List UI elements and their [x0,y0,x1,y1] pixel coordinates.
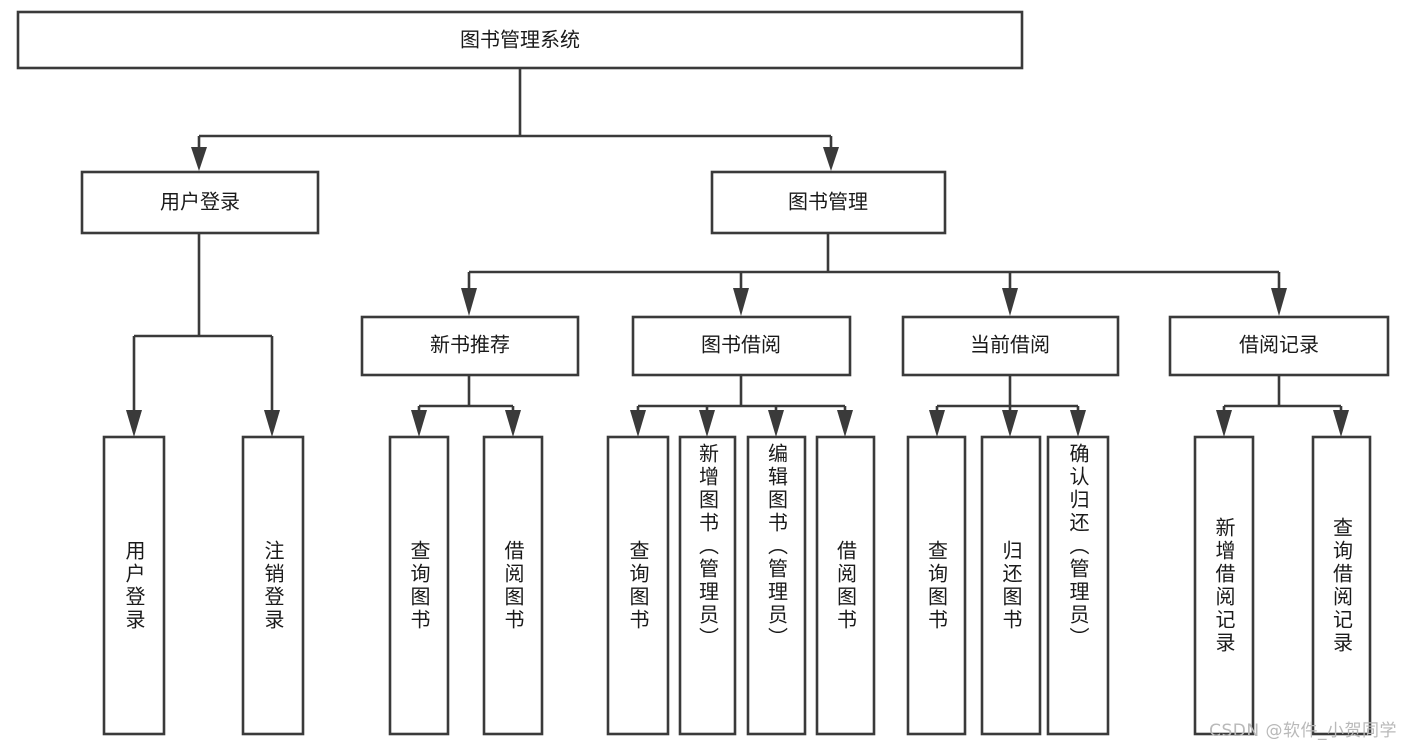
node-root-system-box[interactable] [16,10,1024,70]
connector-new-book-recommend-to-leaves [411,375,521,437]
node-borrow-record[interactable]: 借阅记录 [1168,315,1390,377]
connector-user-login-to-leaves [126,233,280,437]
connector-current-borrow-to-leaves [929,375,1086,437]
node-current-borrow-label: 当前借阅 [970,333,1050,357]
node-new-book-recommend[interactable]: 新书推荐 [360,315,580,377]
arrow-head [1271,288,1287,316]
arrow-head [699,410,715,437]
connector-book-borrow-to-leaves [630,375,853,437]
node-book-borrow[interactable]: 图书借阅 [631,315,852,377]
arrow-head [126,410,142,437]
node-user-login[interactable]: 用户登录 [80,170,320,235]
node-borrow-record-label: 借阅记录 [1239,333,1319,357]
arrow-head [929,410,945,437]
arrow-head [1070,410,1086,437]
node-book-manage-box[interactable] [710,170,947,235]
node-new-book-recommend-label: 新书推荐 [430,333,510,357]
node-leaf-query-record-box[interactable] [1311,435,1372,736]
node-current-borrow[interactable]: 当前借阅 [901,315,1120,377]
node-book-manage-label: 图书管理 [788,190,868,214]
arrow-head [411,410,427,437]
node-leaf-borrow-book-2-box[interactable] [815,435,876,736]
arrow-head [1216,410,1232,437]
node-book-manage[interactable]: 图书管理 [710,170,947,235]
connector-root-to-level2 [191,68,839,171]
node-book-borrow-box[interactable] [631,315,852,377]
arrow-head [733,288,749,316]
node-leaf-query-book-3-box[interactable] [906,435,967,736]
node-leaf-query-book-2-box[interactable] [606,435,670,736]
node-new-book-recommend-box[interactable] [360,315,580,377]
arrow-head [837,410,853,437]
arrow-head [191,147,207,171]
arrow-head [1002,410,1018,437]
node-leaf-query-book-1-box[interactable] [388,435,450,736]
csdn-watermark: CSDN @软件_小贺同学 [1209,721,1397,741]
node-leaf-edit-book-box[interactable] [746,435,807,736]
node-borrow-record-box[interactable] [1168,315,1390,377]
node-leaf-return-book-box[interactable] [980,435,1042,736]
node-leaf-add-book-box[interactable] [678,435,737,736]
node-leaf-confirm-return-box[interactable] [1046,435,1110,736]
node-user-login-box[interactable] [80,170,320,235]
arrow-head [768,410,784,437]
leaf-boxes [102,435,1372,736]
connector-book-manage-to-level3 [461,233,1287,316]
node-user-login-label: 用户登录 [160,190,240,214]
arrow-head [823,147,839,171]
connector-borrow-record-to-leaves [1216,375,1349,437]
node-leaf-user-login-box[interactable] [102,435,166,736]
node-leaf-add-record-box[interactable] [1193,435,1255,736]
node-root-system[interactable]: 图书管理系统 [16,10,1024,70]
arrow-head [264,410,280,437]
arrow-head [505,410,521,437]
arrow-head [1002,288,1018,316]
node-root-system-label: 图书管理系统 [460,28,580,52]
node-leaf-user-logout-box[interactable] [241,435,305,736]
arrow-head [630,410,646,437]
node-current-borrow-box[interactable] [901,315,1120,377]
node-leaf-borrow-book-1-box[interactable] [482,435,544,736]
node-book-borrow-label: 图书借阅 [701,333,781,357]
arrow-head [461,288,477,316]
arrow-head [1333,410,1349,437]
